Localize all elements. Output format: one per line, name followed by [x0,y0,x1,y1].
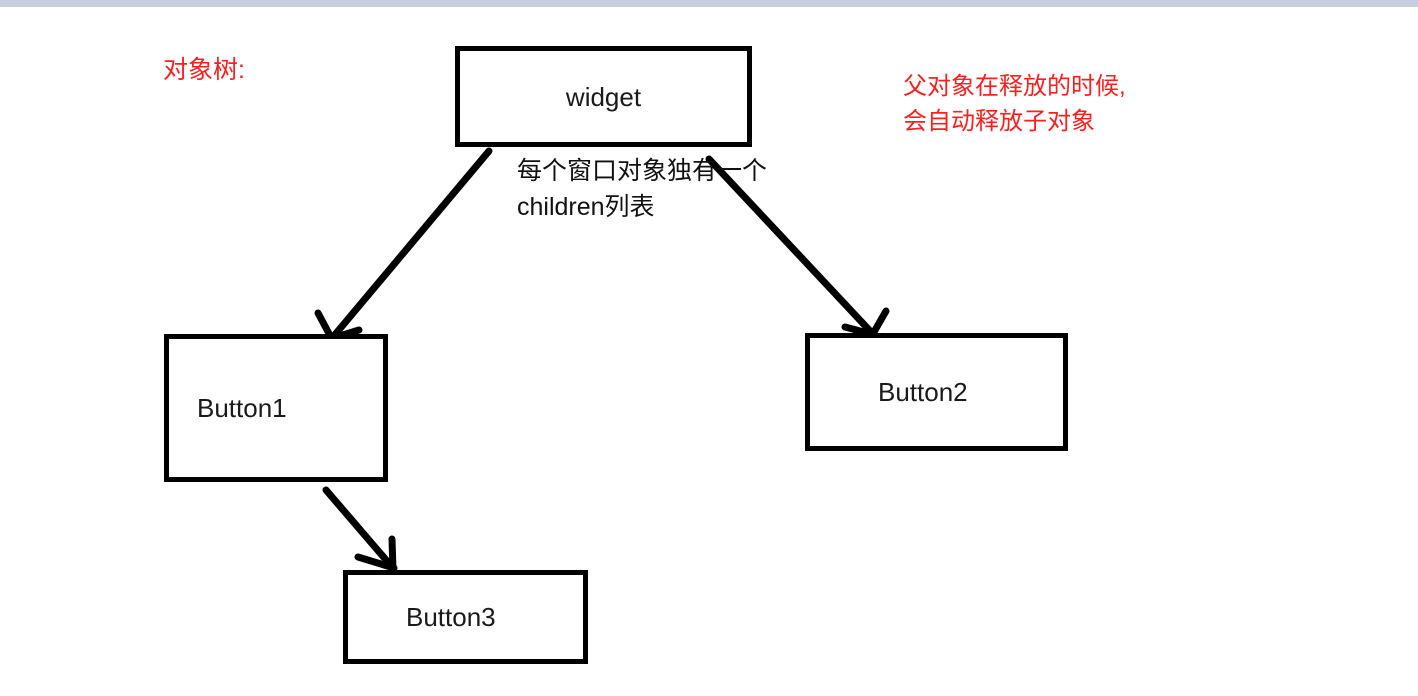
annotation-object-tree-title: 对象树: [163,56,245,84]
node-button1-label: Button1 [197,393,287,423]
edge-widget-to-button1 [314,147,493,347]
window-top-bar [0,0,1418,7]
node-button2-label: Button2 [878,377,968,407]
node-button2[interactable]: Button2 [805,333,1068,451]
node-button3[interactable]: Button3 [343,570,588,664]
annotation-children-list-note: 每个窗口对象独有一个 children列表 [517,157,768,222]
annotation-parent-release-note: 父对象在释放的时候, 会自动释放子对象 [903,73,1126,135]
node-button1[interactable]: Button1 [164,334,388,482]
node-button3-label: Button3 [406,602,496,632]
node-widget-label: widget [565,81,642,112]
node-widget[interactable]: widget [455,46,752,147]
edge-button1-to-button3 [322,486,398,574]
